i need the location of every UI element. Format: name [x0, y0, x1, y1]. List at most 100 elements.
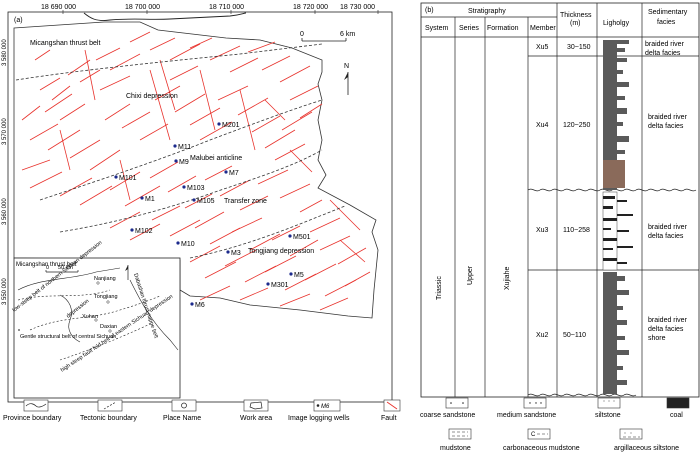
legend-well-sample: M6: [321, 404, 330, 410]
legend-b-label-1: medium sandstone: [497, 412, 556, 419]
inset-map: Micangshan thrust belt 0 50 km Nanjiang …: [12, 240, 181, 399]
coal-icon: [666, 397, 690, 409]
inset-scale-end: 50 km: [58, 265, 73, 271]
well-label-m9: M9: [179, 159, 189, 166]
work-area-icon: [249, 401, 263, 410]
thickness-xu3: 110~258: [563, 227, 590, 234]
legend-b-label-0: coarse sandstone: [420, 412, 475, 419]
well-label-m105: M105: [197, 198, 215, 205]
well-label-m6: M6: [195, 302, 205, 309]
header-series: Series: [459, 25, 479, 32]
coarse-sandstone-icon: [445, 397, 469, 409]
region-malubei: Malubei anticline: [190, 155, 242, 162]
tectonic-boundaries: [15, 43, 346, 259]
member-xu2: Xu2: [536, 332, 549, 339]
inset-micangshan: Micangshan thrust belt: [16, 262, 77, 268]
top-tick-5: 18 730 000: [340, 4, 375, 11]
region-chixi: Chixi depression: [126, 93, 178, 100]
north-label: N: [344, 63, 349, 70]
well-label-m103: M103: [187, 185, 205, 192]
top-tick-3: 18 710 000: [209, 4, 244, 11]
top-tick-2: 18 700 000: [125, 4, 160, 11]
well-label-m5: M5: [294, 272, 304, 279]
top-tick-4: 18 720 000: [293, 4, 328, 11]
region-tongjiang: Tongjiang depression: [248, 248, 314, 255]
well-label-m102: M102: [135, 228, 153, 235]
legend-b-label-2: siltstone: [595, 412, 621, 419]
fault-icon: [386, 401, 398, 410]
header-stratigraphy: Stratigraphy: [468, 8, 506, 15]
legend-a-label-1: Tectonic boundary: [80, 415, 137, 422]
legend-b-label-6: argillaceous siltstone: [614, 445, 679, 452]
inset-daxian: Daxian: [100, 324, 117, 330]
facies-xu4-1: braided river: [648, 114, 688, 121]
panel-a: (a) 18 690 000 18 700 000 18 710 000 18 …: [2, 4, 393, 403]
left-tick-3: 3 560 000: [2, 198, 8, 225]
well-label-m10: M10: [181, 241, 195, 248]
legend-a-label-4: Image logging wells: [288, 415, 350, 422]
well-label-m7: M7: [229, 170, 239, 177]
left-tick-2: 3 570 000: [2, 118, 8, 145]
left-tick-4: 3 550 000: [2, 278, 8, 305]
well-label-m11: M11: [178, 144, 191, 151]
well-icon: [316, 404, 320, 407]
facies-xu5-2: delta facies: [645, 50, 681, 57]
header-lithology: Ligholgy: [603, 20, 630, 27]
legend-b-label-3: coal: [670, 412, 683, 419]
lithology-column: [602, 40, 633, 394]
panel-a-label: (a): [14, 17, 23, 24]
left-axis: 3 580 000 3 570 000 3 560 000 3 550 000: [2, 39, 8, 305]
place-name-icon: [181, 402, 187, 409]
well-label-m301: M301: [271, 282, 289, 289]
system-label: Triassic: [436, 276, 443, 300]
facies-xu3-2: delta facies: [648, 233, 684, 240]
top-tick-1: 18 690 000: [41, 4, 76, 11]
legend-wells: M6 Image logging wells: [288, 399, 350, 422]
top-axis: 18 690 000 18 700 000 18 710 000 18 720 …: [41, 4, 379, 14]
facies-xu3-1: braided river: [648, 224, 688, 231]
header-thickness: Thickness: [560, 12, 592, 19]
panel-b-label: (b): [425, 7, 434, 14]
header-thickness-unit: (m): [570, 20, 581, 27]
mudstone-icon: [448, 428, 472, 440]
legend-tectonic: Tectonic boundary: [80, 399, 137, 422]
panel-b-frame: [420, 2, 700, 398]
inset-scale-zero: 0: [46, 265, 49, 271]
well-label-m201: M201: [222, 122, 240, 129]
legend-b-label-5: carbonaceous mudstone: [503, 445, 580, 452]
member-xu4: Xu4: [536, 122, 549, 129]
facies-xu5-1: braided river: [645, 41, 685, 48]
thickness-xu4: 120~250: [563, 122, 591, 129]
faults: [21, 31, 371, 311]
facies-xu2-1: braided river: [648, 317, 688, 324]
north-arrow-icon: N: [344, 63, 349, 95]
well-label-m501: M501: [293, 234, 311, 241]
facies-xu2-3: shore: [648, 335, 666, 342]
formation-label: Xujiahe: [504, 267, 511, 290]
series-label: Upper: [467, 265, 474, 285]
legend-province: Province boundary: [3, 399, 62, 422]
legend-a-label-2: Place Name: [163, 415, 201, 422]
inset-gentle: Gentle structural belt of central Sichua…: [20, 334, 116, 340]
legend-b: coarse sandstone medium sandstone siltst…: [420, 397, 690, 452]
province-boundary: [83, 12, 247, 21]
header-member: Member: [530, 25, 556, 32]
header-facies-2: facies: [657, 19, 676, 26]
inset-tongjiang: Tongjiang: [94, 294, 118, 300]
panel-a-frame: [7, 11, 393, 403]
legend-place: Place Name: [163, 399, 201, 422]
siltstone-icon: [597, 397, 621, 409]
legend-b-label-4: mudstone: [440, 445, 471, 452]
facies-xu4-2: delta facies: [648, 123, 684, 130]
legend-a-label-5: Fault: [381, 415, 397, 422]
svg-text:C: C: [531, 432, 536, 438]
left-tick-1: 3 580 000: [2, 39, 8, 66]
header-system: System: [425, 25, 449, 32]
tectonic-boundary-icon: [103, 401, 117, 410]
well-label-m1: M1: [145, 196, 155, 203]
legend-fault: Fault: [381, 399, 401, 422]
argillaceous-siltstone-icon: [619, 428, 643, 440]
scale-end: 6 km: [340, 31, 355, 38]
member-xu3: Xu3: [536, 227, 549, 234]
